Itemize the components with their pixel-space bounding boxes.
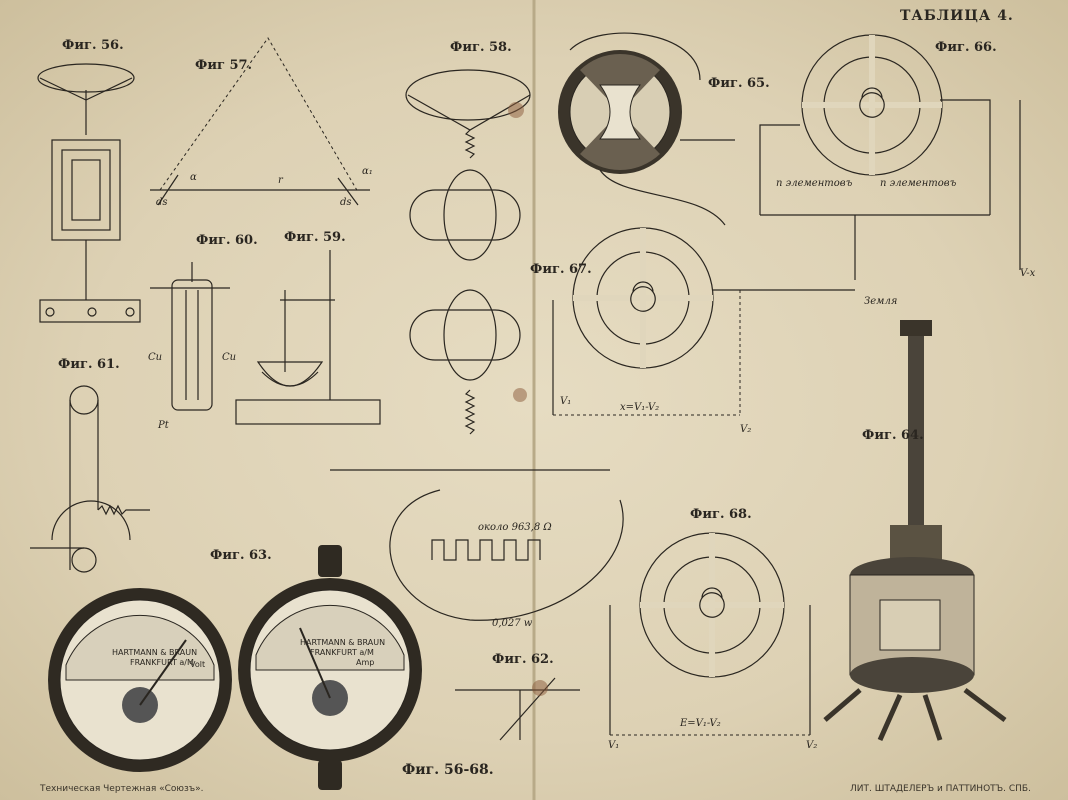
fig57-r: r xyxy=(278,175,283,186)
fig66-label: Фиг. 66. xyxy=(935,40,997,55)
fig66-elements-right: n элементовъ xyxy=(880,178,957,189)
fig57-ds-right: ds xyxy=(340,197,352,208)
fig57-alpha1: α₁ xyxy=(362,166,373,177)
fig60-cu-left: Cu xyxy=(148,352,163,363)
fig60-cu-right: Cu xyxy=(222,352,237,363)
meter2-unit: Amp xyxy=(356,658,375,667)
fig63-drawing xyxy=(48,545,422,790)
fig65-label: Фиг. 65. xyxy=(708,76,770,91)
fig68-drawing xyxy=(609,532,811,736)
fig61-drawing xyxy=(30,385,150,573)
fig58-drawing xyxy=(330,69,624,621)
plate-title: ТАБЛИЦА 4. xyxy=(900,8,1014,24)
footer-left: Техническая Чертежная «Союзъ». xyxy=(40,784,204,794)
fig60-label: Фиг. 60. xyxy=(196,233,258,248)
fig61-label: Фиг. 61. xyxy=(58,357,120,372)
meter1-unit: Volt xyxy=(190,660,206,669)
fig57-alpha: α xyxy=(190,172,197,183)
fig67-label: Фиг. 67. xyxy=(530,262,592,277)
fig65-drawing xyxy=(558,32,735,226)
fig57-ds-left: ds xyxy=(156,197,168,208)
fig63-label: Фиг. 63. xyxy=(210,548,272,563)
fig68-v2: V₂ xyxy=(806,740,818,751)
fig60-drawing xyxy=(150,262,230,411)
meter2-maker: HARTMANN & BRAUN xyxy=(300,638,386,647)
fig67-ground: Земля xyxy=(864,296,898,307)
meter1-city: FRANKFURT a/M xyxy=(130,658,194,667)
meter1-maker: HARTMANN & BRAUN xyxy=(112,648,198,657)
fig62-label: Фиг. 62. xyxy=(492,652,554,667)
fig59-label: Фиг. 59. xyxy=(284,230,346,245)
fig67-v1: V₁ xyxy=(560,396,572,407)
fig66-drawing xyxy=(759,34,1021,280)
fig57-label: Фиг 57. xyxy=(195,58,253,73)
fig67-v2: V₂ xyxy=(740,424,752,435)
fig67-formula: x=V₁-V₂ xyxy=(620,402,660,413)
fig68-label: Фиг. 68. xyxy=(690,507,752,522)
fig68-formula: E=V₁-V₂ xyxy=(680,718,721,729)
fig62-drawing xyxy=(455,677,580,741)
fig58-resistance: около 963,8 Ω xyxy=(478,522,552,533)
footer-right: ЛИТ. ШТАДЕЛЕРЪ и ПАТТИНОТЪ. СПБ. xyxy=(850,784,1031,794)
fig66-vx: V-x xyxy=(1020,268,1036,279)
fig58-w: 0,027 w xyxy=(492,618,533,629)
meter2-city: FRANKFURT a/M xyxy=(310,648,374,657)
fig66-elements-left: n элементовъ xyxy=(776,178,853,189)
figures-range-label: Фиг. 56-68. xyxy=(402,762,494,778)
fig64-label: Фиг. 64. xyxy=(862,428,924,443)
fig68-v1: V₁ xyxy=(608,740,620,751)
fig59-drawing xyxy=(235,250,381,425)
fig56-drawing xyxy=(37,63,141,323)
fig64-drawing xyxy=(823,320,1007,742)
fig56-label: Фиг. 56. xyxy=(62,38,124,53)
fig57-drawing xyxy=(150,37,370,206)
fig67-drawing xyxy=(552,227,855,416)
fig60-pt: Pt xyxy=(158,420,169,431)
fig58-label: Фиг. 58. xyxy=(450,40,512,55)
